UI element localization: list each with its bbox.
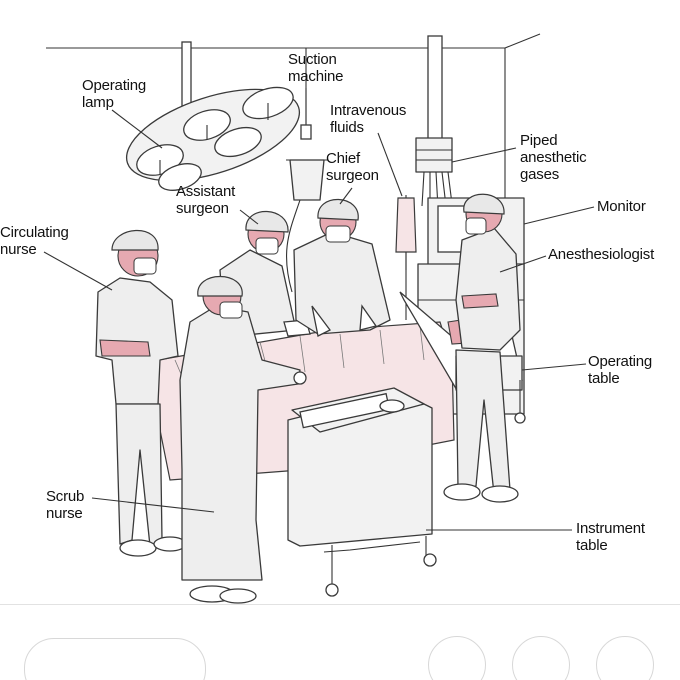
label-operating-lamp: Operating lamp bbox=[82, 77, 147, 111]
label-intravenous-fluids: Intravenous fluids bbox=[330, 102, 407, 136]
gas-column bbox=[415, 35, 453, 209]
label-scrub-nurse: Scrub nurse bbox=[46, 488, 85, 522]
bottom-divider bbox=[0, 604, 680, 605]
label-circulating-nurse: Circulating nurse bbox=[0, 224, 69, 258]
label-assistant-surgeon: Assistant surgeon bbox=[176, 183, 236, 217]
anesthesiologist-figure bbox=[443, 193, 521, 503]
label-piped-anesthetic-gases: Piped anesthetic gases bbox=[520, 132, 587, 183]
label-anesthesiologist: Anesthesiologist bbox=[548, 246, 655, 263]
label-suction-machine: Suction machine bbox=[288, 51, 344, 85]
label-operating-table: Operating table bbox=[588, 353, 653, 387]
chief-surgeon-figure bbox=[293, 198, 391, 337]
leader-lines bbox=[43, 88, 595, 531]
bottom-circle-button-2[interactable] bbox=[512, 636, 570, 680]
label-instrument-table: Instrument table bbox=[576, 520, 645, 554]
operating-lamp bbox=[125, 86, 301, 191]
label-monitor: Monitor bbox=[597, 198, 646, 215]
suction-machine bbox=[285, 48, 328, 293]
label-chief-surgeon: Chief surgeon bbox=[326, 150, 379, 184]
bottom-pill-control[interactable] bbox=[24, 638, 206, 680]
bottom-circle-button-1[interactable] bbox=[428, 636, 486, 680]
instrument-table bbox=[287, 387, 437, 597]
bottom-circle-button-3[interactable] bbox=[596, 636, 654, 680]
circulating-nurse-figure bbox=[95, 229, 187, 557]
